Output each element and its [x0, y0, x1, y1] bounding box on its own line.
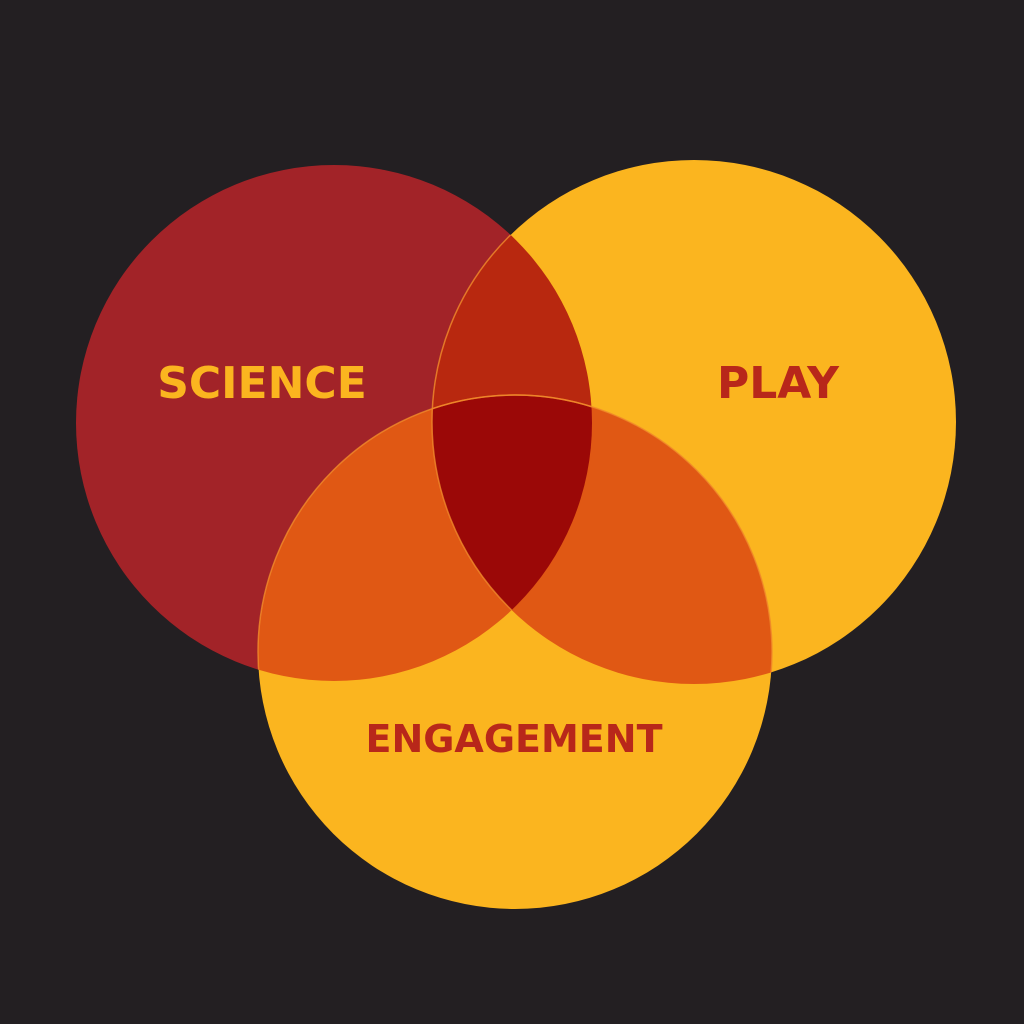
edge-engagement-play — [432, 394, 773, 684]
edge-play — [431, 165, 592, 681]
label-engagement: ENGAGEMENT — [365, 717, 662, 761]
label-science: SCIENCE — [157, 358, 367, 409]
label-play: PLAY — [717, 358, 840, 409]
